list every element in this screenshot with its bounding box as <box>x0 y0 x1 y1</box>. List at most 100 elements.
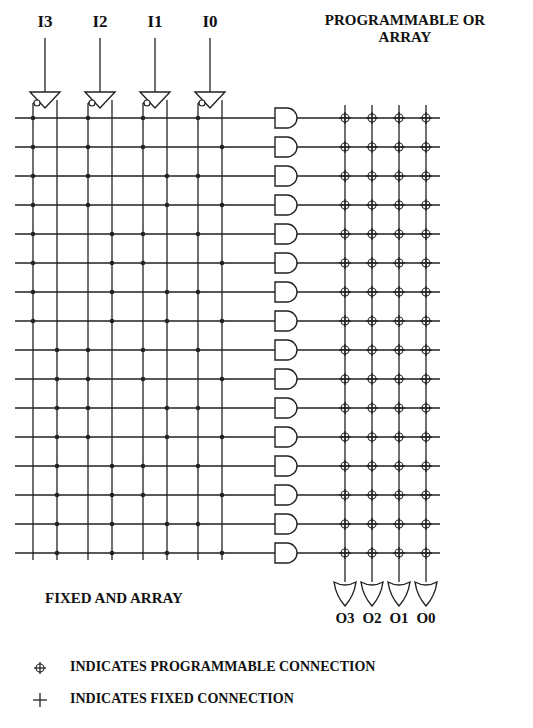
input-wire <box>44 38 45 92</box>
product-line <box>15 436 275 437</box>
true-line <box>166 100 167 560</box>
fixed-connection-dot <box>220 261 225 266</box>
product-line <box>297 552 440 553</box>
product-line <box>297 436 440 437</box>
fixed-connection-dot <box>31 203 36 208</box>
fixed-connection-dot <box>31 319 36 324</box>
product-line <box>297 291 440 292</box>
fixed-connection-dot <box>55 464 60 469</box>
input-label: I2 <box>92 12 107 32</box>
product-line <box>15 320 275 321</box>
input-label: I0 <box>202 12 217 32</box>
and-gate <box>275 282 297 302</box>
fixed-connection-dot <box>141 232 146 237</box>
and-gate <box>275 369 297 389</box>
legend-text: INDICATES FIXED CONNECTION <box>70 691 294 707</box>
fixed-connection-dot <box>31 116 36 121</box>
buffer-symbol <box>195 92 225 108</box>
input-wire <box>154 38 155 92</box>
product-line <box>297 175 440 176</box>
output-label: O2 <box>362 610 381 627</box>
fixed-connection-dot <box>165 551 170 556</box>
product-line <box>297 204 440 205</box>
fixed-connection-dot <box>165 203 170 208</box>
fixed-connection-dot <box>220 145 225 150</box>
output-label: O0 <box>416 610 435 627</box>
input-label: I3 <box>37 12 52 32</box>
fixed-connection-dot <box>110 232 115 237</box>
product-line <box>297 349 440 350</box>
fixed-connection-dot <box>31 174 36 179</box>
product-line <box>15 552 275 553</box>
fixed-connection-dot <box>141 493 146 498</box>
product-line <box>297 523 440 524</box>
complement-line <box>142 103 143 560</box>
product-line <box>297 146 440 147</box>
fixed-connection-dot <box>220 493 225 498</box>
programmable-connection <box>39 662 40 674</box>
fixed-connection-dot <box>55 522 60 527</box>
product-line <box>297 494 440 495</box>
fixed-connection-dot <box>86 203 91 208</box>
or-gate <box>415 582 437 606</box>
product-line <box>15 523 275 524</box>
fixed-connection-dot <box>31 145 36 150</box>
fixed-connection-dot <box>55 377 60 382</box>
and-gate <box>275 253 297 273</box>
fixed-connection-dot <box>196 174 201 179</box>
fixed-connection-dot <box>220 319 225 324</box>
product-line <box>297 320 440 321</box>
and-gate <box>275 543 297 563</box>
array-title: FIXED AND ARRAY <box>45 590 183 607</box>
legend-text: INDICATES PROGRAMMABLE CONNECTION <box>70 659 375 675</box>
fixed-connection-dot <box>86 377 91 382</box>
buffer-symbol <box>30 92 60 108</box>
fixed-connection-dot <box>165 522 170 527</box>
product-line <box>15 204 275 205</box>
and-gate <box>275 514 297 534</box>
product-line <box>15 291 275 292</box>
and-gate <box>275 427 297 447</box>
fixed-connection-dot <box>31 232 36 237</box>
fixed-connection-dot <box>86 406 91 411</box>
and-gate <box>275 224 297 244</box>
fixed-connection-dot <box>86 174 91 179</box>
sum-line <box>425 105 426 582</box>
inverter-bubble <box>34 100 40 106</box>
fixed-connection-dot <box>196 232 201 237</box>
and-gate <box>275 340 297 360</box>
inverter-bubble <box>89 100 95 106</box>
and-gate <box>275 108 297 128</box>
fixed-connection-dot <box>141 261 146 266</box>
input-wire <box>209 38 210 92</box>
fixed-connection-dot <box>110 493 115 498</box>
fixed-connection-dot <box>86 348 91 353</box>
inverter-bubble <box>199 100 205 106</box>
fixed-connection-dot <box>165 174 170 179</box>
or-gate <box>388 582 410 606</box>
input-wire <box>99 38 100 92</box>
and-gate <box>275 137 297 157</box>
complement-line <box>197 103 198 560</box>
complement-line <box>32 103 33 560</box>
fixed-connection-dot <box>165 290 170 295</box>
fixed-connection-dot <box>220 551 225 556</box>
inverter-bubble <box>144 100 150 106</box>
and-gate <box>275 166 297 186</box>
fixed-connection-dot <box>86 116 91 121</box>
output-label: O3 <box>335 610 354 627</box>
and-gate <box>275 195 297 215</box>
fixed-connection-dot <box>110 522 115 527</box>
fixed-connection-dot <box>196 406 201 411</box>
fixed-connection-dot <box>55 406 60 411</box>
sum-line <box>371 105 372 582</box>
fixed-connection-dot <box>220 377 225 382</box>
true-line <box>56 100 57 560</box>
fixed-connection-dot <box>196 464 201 469</box>
product-line <box>297 378 440 379</box>
fixed-connection-dot <box>141 116 146 121</box>
fixed-connection-dot <box>196 116 201 121</box>
fixed-connection-dot <box>220 435 225 440</box>
fixed-connection-dot <box>196 522 201 527</box>
